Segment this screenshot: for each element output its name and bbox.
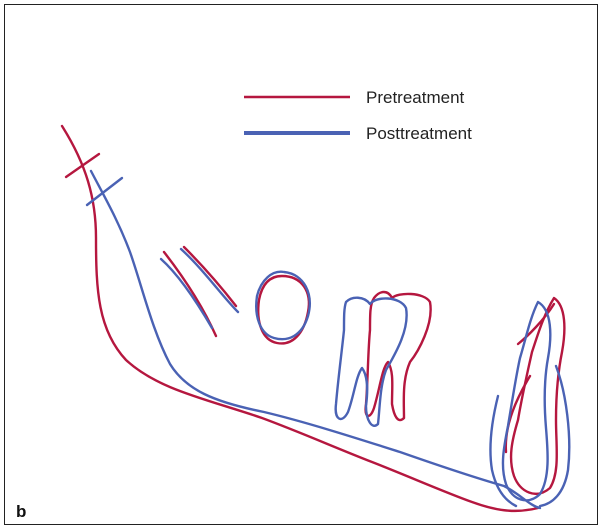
pretreatment-tracing (60, 124, 566, 513)
posttreatment-tracing (85, 169, 571, 510)
posttreatment-molar (334, 296, 408, 427)
posttreatment-mandible-outline (89, 169, 542, 510)
panel-label: b (16, 502, 26, 521)
legend: Pretreatment Posttreatment (244, 88, 472, 143)
pretreatment-molar (364, 290, 432, 422)
legend-label-posttreatment: Posttreatment (366, 124, 472, 143)
pretreatment-anterior-tooth (509, 296, 566, 495)
legend-label-pretreatment: Pretreatment (366, 88, 465, 107)
posttreatment-anterior-tooth (501, 300, 552, 502)
figure-frame (4, 4, 598, 525)
pretreatment-mandible-outline (60, 124, 540, 513)
